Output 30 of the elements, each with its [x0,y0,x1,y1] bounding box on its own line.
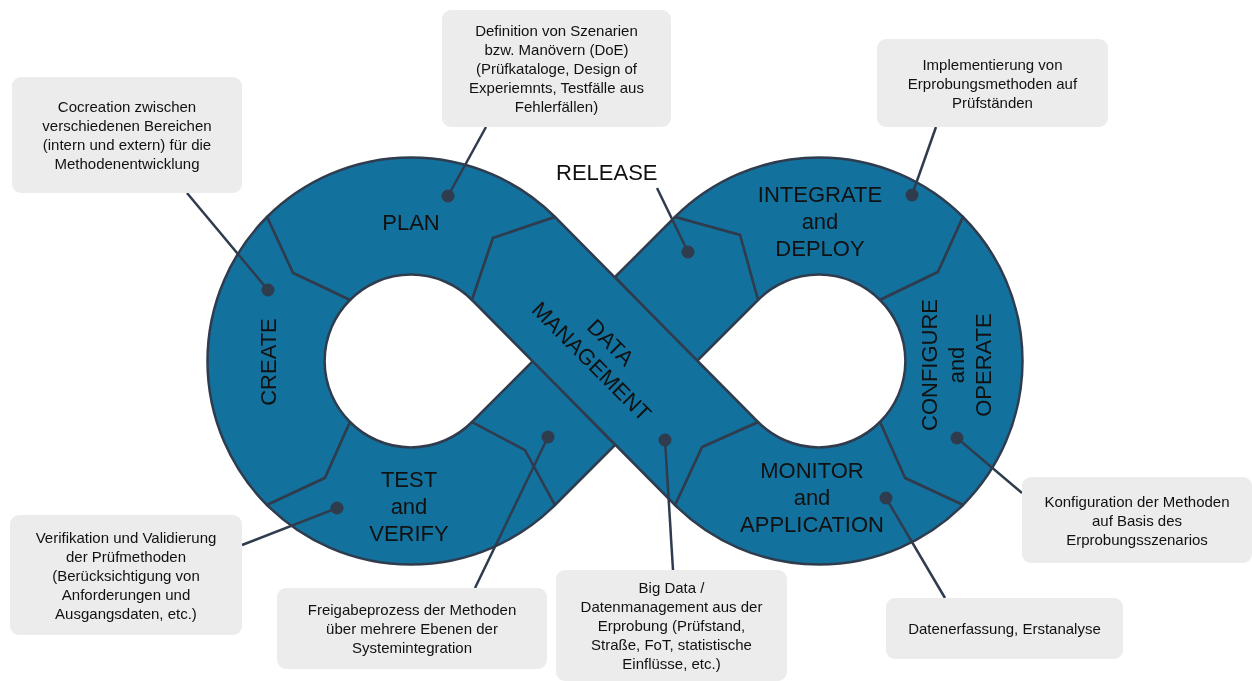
leader-line [473,430,555,589]
cycle-segment [265,156,557,302]
leader-line [950,431,1023,494]
stage-label: PLAN [382,208,440,236]
stage-label: INTEGRATE and DEPLOY [757,180,883,262]
callout-box: Verifikation und Validierung der Prüfmethoden (Berücksichtigung von Anforderungen und Ausgangsdaten, etc.) [10,515,242,635]
leader-line [655,187,695,259]
leader-line [241,501,344,547]
leader-line [658,433,675,571]
cycle-segment [673,156,965,302]
cycle-segment [878,215,1024,507]
stage-label: MONITOR and APPLICATION [740,456,884,538]
stage-label: CONFIGURE and OPERATE [915,299,997,431]
callout-box: Implementierung von Erprobungsmethoden auf Prüfständen [877,39,1108,127]
callout-box: Definition von Szenarien bzw. Manövern (DoE) (Prüfkataloge, Design of Experiemnts, Testfälle aus Fehlerfällen) [442,10,671,127]
callout-box: Konfiguration der Methoden auf Basis des Erprobungsszenarios [1022,477,1252,563]
leader-line [905,126,938,202]
leader-line [879,491,947,599]
leader-line [441,126,488,203]
callout-box: Big Data / Datenmanagement aus der Erprobung (Prüfstand, Straße, FoT, statistische Einflüsse, etc.) [556,570,787,681]
cycle-segment [470,215,760,507]
stage-label: CREATE [254,318,282,406]
callout-box: Datenerfassung, Erstanalyse [886,598,1123,659]
callout-box: Cocreation zwischen verschiedenen Bereichen (intern und extern) für die Methodenentwicklung [12,77,242,193]
callout-box: Freigabeprozess der Methoden über mehrere Ebenen der Systemintegration [277,588,547,669]
leader-line [186,192,275,297]
stage-label: TEST and VERIFY [369,465,449,547]
cycle-segment [206,215,352,507]
cycle-segment [265,420,557,566]
stage-label: RELEASE [556,160,658,186]
